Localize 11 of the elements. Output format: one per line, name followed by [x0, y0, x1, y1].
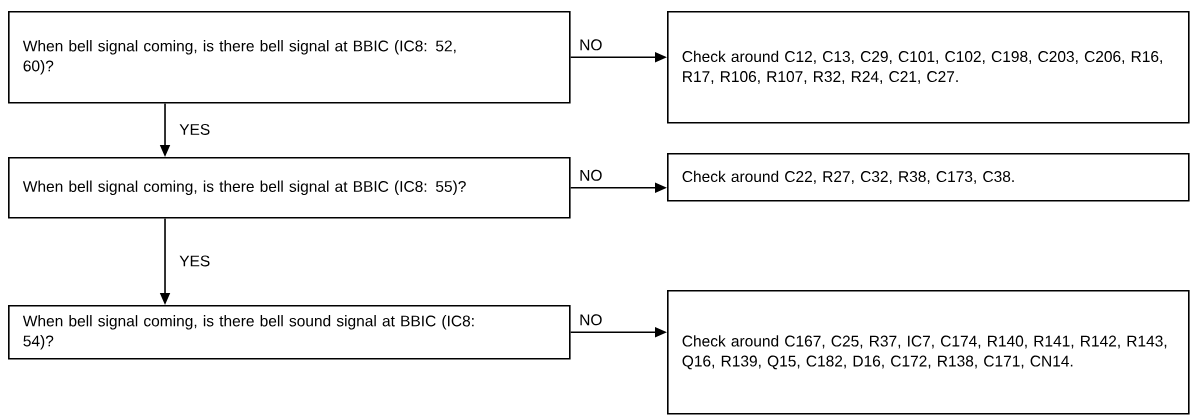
edge-label: NO — [580, 169, 602, 181]
step-box: When bell signal coming, is there bell signal at BBIC (IC8: 55)? — [8, 157, 571, 219]
edge-label: YES — [179, 124, 210, 135]
step-box: When bell signal coming, is there bell signal at BBIC (IC8: 52, 60)? — [8, 11, 571, 104]
note-box: Check around C167, C25, R37, IC7, C174, R140, R141, R142, R143, Q16, R139, Q15, C182, D16, C172, R138, C171, CN14. — [667, 290, 1190, 415]
note-box: Check around C22, R27, C32, R38, C173, C38. — [667, 153, 1190, 202]
edge-label: YES — [179, 255, 210, 267]
step-box: When bell signal coming, is there bell sound signal at BBIC (IC8: 54)? — [8, 305, 571, 360]
note-box: Check around C12, C13, C29, C101, C102, C198, C203, C206, R16, R17, R106, R107, R32, R24, C21, C27. — [667, 11, 1190, 124]
edge-label: NO — [580, 314, 602, 326]
edge-label: NO — [580, 39, 602, 51]
